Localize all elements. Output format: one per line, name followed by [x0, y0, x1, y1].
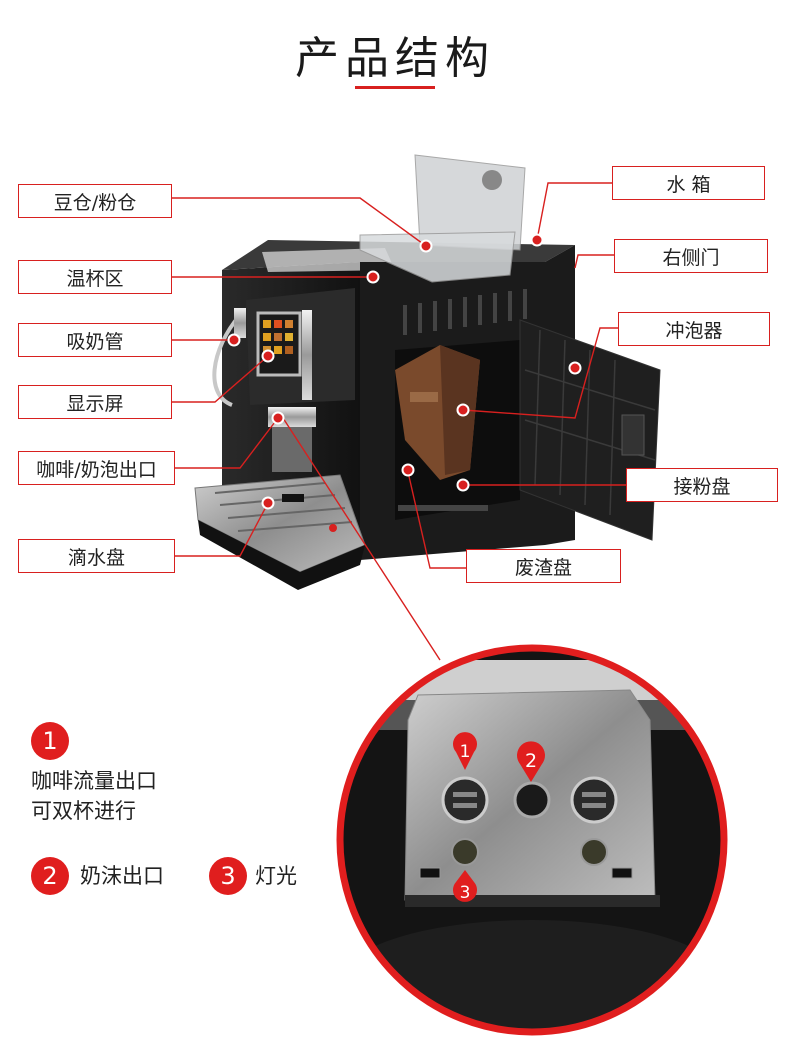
label-drip-tray: 滴水盘 — [18, 539, 175, 573]
zoom-pin-markers — [452, 732, 545, 902]
title-underline — [355, 86, 435, 89]
screen-icons — [263, 320, 293, 354]
zoom-detail: 1 2 3 — [336, 644, 728, 1036]
page-title: 产品结构 — [295, 33, 495, 84]
coffee-machine — [194, 154, 661, 590]
zoom-marker-2: 2 — [525, 750, 537, 772]
legend-2-text: 奶沫出口 — [80, 864, 164, 888]
leader-lines — [172, 182, 626, 661]
label-powder-tray: 接粉盘 — [626, 468, 778, 502]
label-cup-warmer: 温杯区 — [18, 260, 172, 294]
marker-dots — [227, 233, 582, 510]
outlet-nozzles — [419, 776, 633, 879]
label-display-screen: 显示屏 — [18, 385, 172, 419]
legend-1-line2: 可双杯进行 — [31, 799, 136, 823]
legend-1-line1: 咖啡流量出口 — [31, 769, 157, 793]
legend-badge-2: 2 — [31, 857, 69, 895]
label-right-door: 右侧门 — [614, 239, 768, 273]
label-coffee-outlet: 咖啡/奶泡出口 — [18, 451, 175, 485]
label-bean-hopper: 豆仓/粉仓 — [18, 184, 172, 218]
label-waste-tray: 废渣盘 — [466, 549, 621, 583]
zoom-marker-1: 1 — [460, 742, 471, 762]
drip-grill — [214, 482, 353, 532]
zoom-marker-3: 3 — [460, 883, 471, 903]
legend-badge-3: 3 — [209, 857, 247, 895]
label-water-tank: 水 箱 — [612, 166, 765, 200]
legend-badge-1: 1 — [31, 722, 69, 760]
legend-3-text: 灯光 — [255, 864, 297, 888]
label-milk-tube: 吸奶管 — [18, 323, 172, 357]
vent-slots — [403, 289, 527, 335]
label-brewer: 冲泡器 — [618, 312, 770, 346]
